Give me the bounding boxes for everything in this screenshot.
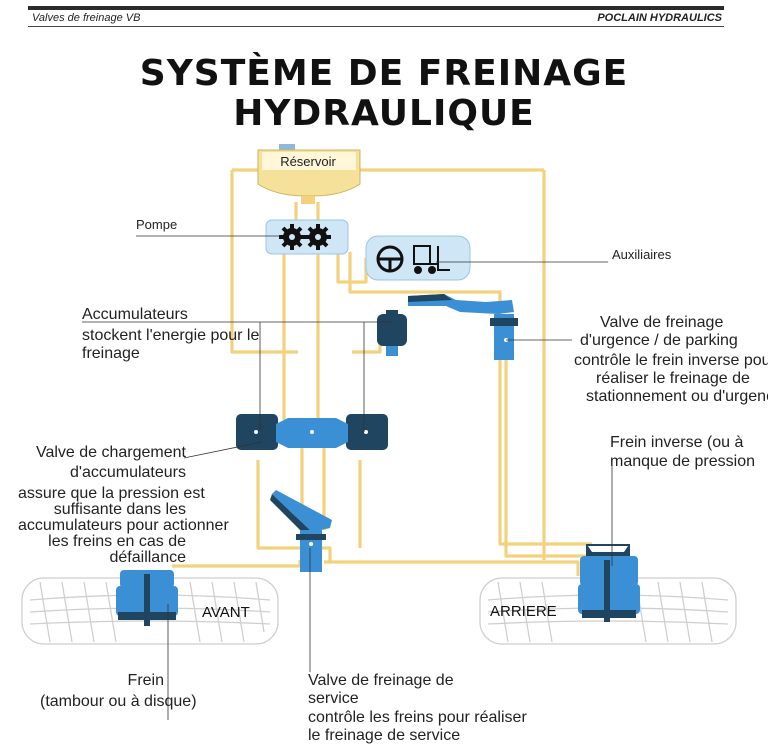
frein-inverse-label: Frein inverse (ou à manque de pression [610,434,755,471]
valve-chargement-desc-2: suffisante dans les [53,501,186,518]
page-title-line2: HYDRAULIQUE [233,93,535,134]
valve-service-label: Valve de freinage de service contrôle le… [308,672,527,745]
page-title-line1: SYSTÈME DE FREINAGE [139,53,629,94]
rear-tire-grooves [497,581,713,643]
pipe-to-auxiliaries [336,252,368,284]
leader-accumulateurs-drops [259,322,365,432]
valve-urgence-desc-2: réaliser le freinage de [596,370,750,387]
valve-chargement-label: Valve de chargement d'accumulateurs assu… [18,444,229,566]
frein-title: Frein [127,672,164,689]
reservoir-label-bg [262,152,356,170]
leader-valve-chargement [183,441,263,459]
auxiliaires-label: Auxiliaires [612,247,672,262]
frein-desc: (tambour ou à disque) [40,693,197,710]
frein-label: Frein (tambour ou à disque) [40,672,197,711]
accumulateurs-title: Accumulateurs [82,306,188,323]
rear-brake-axle [604,560,610,622]
brake-pedal-icon [270,490,332,534]
rear-brake-spring [588,546,628,552]
gear-icon [279,224,331,250]
pipe-park-to-rear-2 [504,360,590,558]
right-accumulator-dot [364,430,368,434]
steering-wheel-icon [376,245,404,273]
frein-inverse-title: Frein inverse [610,434,703,451]
valve-urgence-title-1: Valve de freinage [600,314,724,331]
pipe-service-loop-left [256,460,332,562]
service-valve-body [300,530,322,572]
header-left-text: Valves de freinage VB [32,12,141,24]
service-valve [270,490,332,572]
service-valve-cap [296,534,326,540]
reservoir [257,144,361,204]
valve-chargement-desc-4: les freins en cas de [48,533,186,550]
pump [265,219,349,255]
left-accumulator-dot [254,430,258,434]
valve-urgence-desc-1: contrôle le frein inverse pour [574,352,768,369]
valve-service-title-1: Valve de freinage de [308,672,454,689]
charge-valve-block [236,414,388,450]
forklift-icon [413,245,450,274]
avant-label: AVANT [202,604,250,621]
pipe-park-to-rear [498,360,592,546]
hand-lever-icon [408,294,514,314]
parking-valve [408,294,518,360]
valve-chargement-title-2: d'accumulateurs [70,464,186,481]
top-accumulator-port [386,346,398,356]
reservoir-cap [279,144,295,150]
valve-urgence-label: Valve de freinage d'urgence / de parking… [574,314,768,406]
service-valve-dot [309,542,313,546]
pipe-to-front-brake [172,560,302,568]
accumulateurs-label: Accumulateurs stockent l'energie pour le… [82,306,259,363]
auxiliaries [365,235,471,281]
pipe-left-return [230,170,298,354]
reservoir-label: Réservoir [280,154,336,169]
valve-urgence-title-2: d'urgence / de parking [580,332,738,349]
header-brand-text: POCLAIN HYDRAULICS [597,12,722,24]
pipe-to-rear-brake [324,560,580,576]
valve-urgence-desc-3: stationnement ou d'urgence [586,388,768,405]
accumulateurs-desc-1: stockent l'energie pour le [82,327,260,344]
parking-valve-cap [490,318,518,326]
frein-inverse-desc: manque de pression [610,453,755,470]
leader-lines [82,235,613,720]
valve-chargement-desc-1: assure que la pression est [18,485,205,502]
rear-brake [578,544,640,622]
valve-chargement-desc-3: accumulateurs pour actionner [18,517,229,534]
valve-chargement-desc-5: défaillance [109,549,187,566]
arriere-label: ARRIERE [490,603,557,620]
top-accumulator-cap [386,310,398,316]
pipe-accumulator [352,338,382,354]
front-brake [116,570,178,626]
valve-chargement-title-1: Valve de chargement [35,444,186,461]
hydraulic-pipes [172,168,592,576]
valve-service-desc-2: le freinage de service [308,727,461,744]
front-brake-axle [144,574,150,626]
valve-service-desc-1: contrôle les freins pour réaliser [308,709,527,726]
header-underline [28,26,724,27]
valve-service-title-2: service [308,690,359,707]
front-tire-grooves [39,581,265,643]
charge-valve-dot [310,430,314,434]
top-accumulator-body [377,314,407,346]
header-top-rule [28,6,724,10]
accumulateurs-desc-2: freinage [82,345,140,362]
reservoir-outlet [301,196,315,204]
frein-inverse-suffix: (ou à [702,434,744,451]
pompe-label: Pompe [136,217,178,232]
